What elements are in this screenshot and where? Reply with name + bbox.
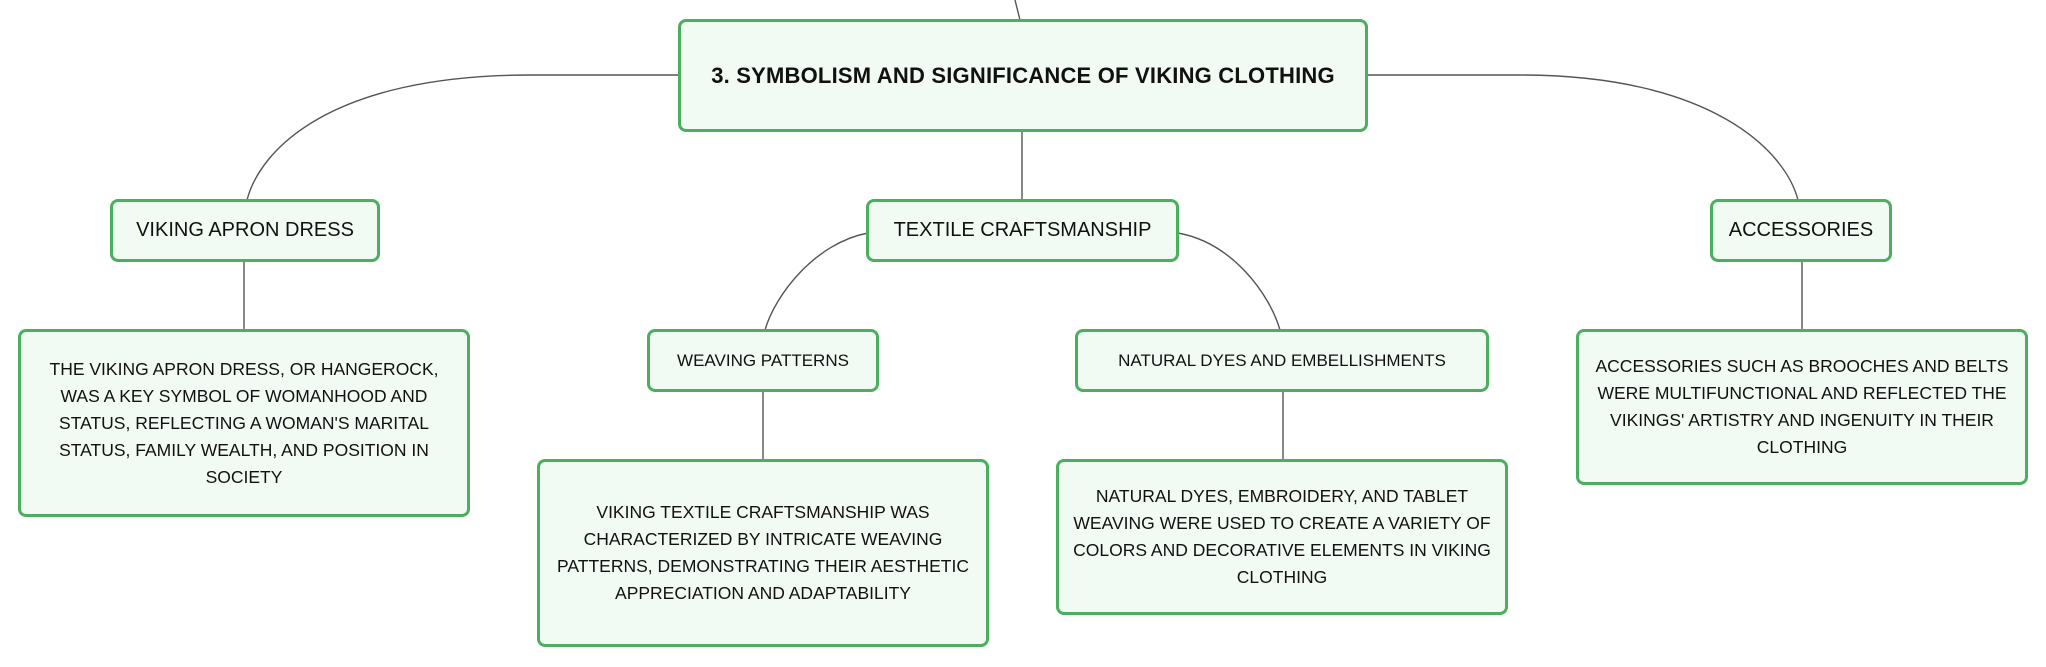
topic-textile-craftsmanship[interactable]: TEXTILE CRAFTSMANSHIP	[866, 199, 1179, 262]
connector-root-accessories	[1366, 74, 1799, 201]
connector-parent-root	[1014, 0, 1021, 21]
detail-accessories[interactable]: ACCESSORIES SUCH AS BROOCHES AND BELTS W…	[1576, 329, 2028, 485]
topic-accessories-label: ACCESSORIES	[1728, 219, 1874, 241]
detail-weaving-patterns[interactable]: VIKING TEXTILE CRAFTSMANSHIP WAS CHARACT…	[537, 459, 989, 647]
connector-textile-weaving	[764, 232, 869, 331]
detail-weaving-text: VIKING TEXTILE CRAFTSMANSHIP WAS CHARACT…	[557, 502, 969, 603]
subtopic-weaving-patterns[interactable]: WEAVING PATTERNS	[647, 329, 879, 392]
topic-textile-label: TEXTILE CRAFTSMANSHIP	[893, 219, 1152, 241]
root-node[interactable]: 3. SYMBOLISM AND SIGNIFICANCE OF VIKING …	[678, 19, 1368, 132]
detail-dyes-text: NATURAL DYES, EMBROIDERY, AND TABLET WEA…	[1073, 486, 1491, 587]
detail-apron-dress[interactable]: THE VIKING APRON DRESS, OR HANGEROCK, WA…	[18, 329, 470, 517]
root-label: 3. SYMBOLISM AND SIGNIFICANCE OF VIKING …	[711, 62, 1335, 88]
detail-accessories-text: ACCESSORIES SUCH AS BROOCHES AND BELTS W…	[1595, 356, 2009, 457]
topic-apron-dress-label: VIKING APRON DRESS	[136, 219, 354, 241]
subtopic-weaving-label: WEAVING PATTERNS	[677, 350, 849, 370]
detail-natural-dyes[interactable]: NATURAL DYES, EMBROIDERY, AND TABLET WEA…	[1056, 459, 1508, 615]
topic-apron-dress[interactable]: VIKING APRON DRESS	[110, 199, 380, 262]
subtopic-natural-dyes[interactable]: NATURAL DYES AND EMBELLISHMENTS	[1075, 329, 1489, 392]
connector-root-apron	[246, 74, 681, 201]
topic-accessories[interactable]: ACCESSORIES	[1710, 199, 1892, 262]
subtopic-dyes-label: NATURAL DYES AND EMBELLISHMENTS	[1118, 350, 1446, 370]
detail-apron-dress-text: THE VIKING APRON DRESS, OR HANGEROCK, WA…	[49, 358, 439, 487]
connector-textile-dyes	[1177, 232, 1281, 331]
